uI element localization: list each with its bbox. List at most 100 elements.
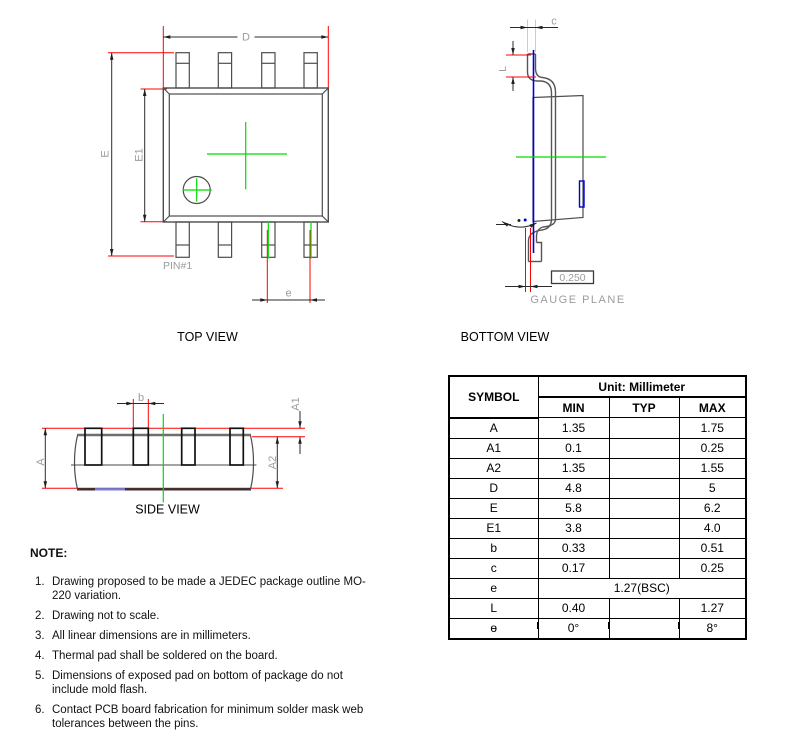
note-item: 5. Dimensions of exposed pad on bottom o… xyxy=(35,669,435,697)
table-row: L 0.40 1.27 xyxy=(448,597,747,619)
table-header-typ: TYP xyxy=(608,396,680,418)
note-text: Dimensions of exposed pad on bottom of p… xyxy=(52,670,343,696)
max-cell: 0.25 xyxy=(678,557,747,579)
min-cell: 0° xyxy=(537,617,610,639)
note-item: 1. Drawing proposed to be made a JEDEC p… xyxy=(35,575,435,603)
datum-lines xyxy=(532,50,585,253)
min-cell: 0.17 xyxy=(537,557,610,579)
typ-cell xyxy=(608,597,680,619)
lead-profile xyxy=(526,53,557,263)
note-text: Contact PCB board fabrication for minimu… xyxy=(52,704,364,730)
symbol-cell: c xyxy=(448,557,539,579)
symbol-cell: E1 xyxy=(448,517,539,539)
table-header-unit: Unit: Millimeter xyxy=(537,375,747,398)
dim-label-A1: A1 xyxy=(290,397,302,410)
table-border-stub xyxy=(537,622,538,629)
table-border-stub xyxy=(678,622,679,629)
top-view-drawing: D E E1 e PIN#1 TOP VIEW xyxy=(100,26,330,344)
dim-label-b: b xyxy=(138,392,144,404)
note-item: 3. All linear dimensions are in millimet… xyxy=(35,629,435,643)
side-view-red-extension-lines xyxy=(42,399,305,489)
pin1-label: PIN#1 xyxy=(163,260,192,272)
max-cell: 4.0 xyxy=(678,517,747,539)
max-cell: 5 xyxy=(678,477,747,499)
note-item: 6. Contact PCB board fabrication for min… xyxy=(35,703,435,731)
note-item: 4. Thermal pad shall be soldered on the … xyxy=(35,649,435,663)
note-number: 5. xyxy=(35,670,45,682)
note-text: Drawing not to scale. xyxy=(52,610,160,622)
note-number: 3. xyxy=(35,630,45,642)
symbol-cell: b xyxy=(448,537,539,559)
table-row: D 4.8 5 xyxy=(448,477,747,499)
typ-cell xyxy=(608,417,680,439)
min-cell: 3.8 xyxy=(537,517,610,539)
dim-label-E1: E1 xyxy=(134,148,146,161)
symbol-cell: E xyxy=(448,497,539,519)
bottom-view-red-extension-lines xyxy=(506,54,536,292)
notes-heading: NOTE: xyxy=(30,546,68,560)
max-cell: 1.75 xyxy=(678,417,747,439)
bottom-view-body xyxy=(532,94,584,223)
dim-label-e: e xyxy=(285,288,291,300)
symbol-cell: ɵ xyxy=(448,617,539,639)
typ-cell xyxy=(608,557,680,579)
max-cell: 0.25 xyxy=(678,437,747,459)
table-header-min: MIN xyxy=(537,396,610,418)
table-row: c 0.17 0.25 xyxy=(448,557,747,579)
side-view-dimension-lines xyxy=(43,401,302,489)
c-extension-lines xyxy=(527,19,536,52)
table-row: b 0.33 0.51 xyxy=(448,537,747,559)
typ-cell xyxy=(608,497,680,519)
dim-label-D: D xyxy=(242,32,250,44)
side-view-pins xyxy=(84,427,245,466)
min-cell: 1.35 xyxy=(537,457,610,479)
symbol-cell: D xyxy=(448,477,539,499)
note-number: 4. xyxy=(35,650,45,662)
note-text: Drawing proposed to be made a JEDEC pack… xyxy=(52,576,366,602)
dim-label-A2: A2 xyxy=(267,456,279,469)
note-text: All linear dimensions are in millimeters… xyxy=(52,630,251,642)
typ-cell xyxy=(608,617,680,639)
typ-cell xyxy=(608,437,680,459)
dim-label-L: L xyxy=(497,66,509,72)
table-row: E 5.8 6.2 xyxy=(448,497,747,519)
note-text: Thermal pad shall be soldered on the boa… xyxy=(52,650,278,662)
min-cell: 5.8 xyxy=(537,497,610,519)
note-number: 1. xyxy=(35,576,45,588)
typ-cell xyxy=(608,457,680,479)
table-border-stub xyxy=(608,622,609,629)
symbol-cell: A xyxy=(448,417,539,439)
typ-cell xyxy=(608,477,680,499)
min-cell: 0.33 xyxy=(537,537,610,559)
max-cell: 8° xyxy=(678,617,747,639)
symbol-cell: A1 xyxy=(448,437,539,459)
merged-value-cell: 1.27(BSC) xyxy=(537,577,747,599)
table-row: A2 1.35 1.55 xyxy=(448,457,747,479)
table-row: E1 3.8 4.0 xyxy=(448,517,747,539)
top-view-title: TOP VIEW xyxy=(177,330,238,344)
typ-cell xyxy=(608,517,680,539)
dim-label-E: E xyxy=(100,150,112,157)
max-cell: 0.51 xyxy=(678,537,747,559)
note-number: 6. xyxy=(35,704,45,716)
note-item: 2. Drawing not to scale. xyxy=(35,609,435,623)
table-row: e 1.27(BSC) xyxy=(448,577,747,599)
top-view-dimension-lines xyxy=(109,35,329,302)
theta-dot-black xyxy=(517,219,521,222)
max-cell: 1.55 xyxy=(678,457,747,479)
symbol-cell: e xyxy=(448,577,539,599)
min-cell: 0.40 xyxy=(537,597,610,619)
max-cell: 6.2 xyxy=(678,497,747,519)
table-row: A1 0.1 0.25 xyxy=(448,437,747,459)
min-cell: 4.8 xyxy=(537,477,610,499)
bottom-view-dimension-lines xyxy=(496,25,558,289)
max-cell: 1.27 xyxy=(678,597,747,619)
top-view-centerlines xyxy=(182,122,312,259)
notes-section: NOTE: 1. Drawing proposed to be made a J… xyxy=(30,546,435,737)
symbol-cell: A2 xyxy=(448,457,539,479)
dim-label-A: A xyxy=(35,458,47,466)
dimensions-table: SYMBOL Unit: Millimeter MIN TYP MAX A 1.… xyxy=(448,375,747,640)
side-view-title: SIDE VIEW xyxy=(135,503,200,517)
